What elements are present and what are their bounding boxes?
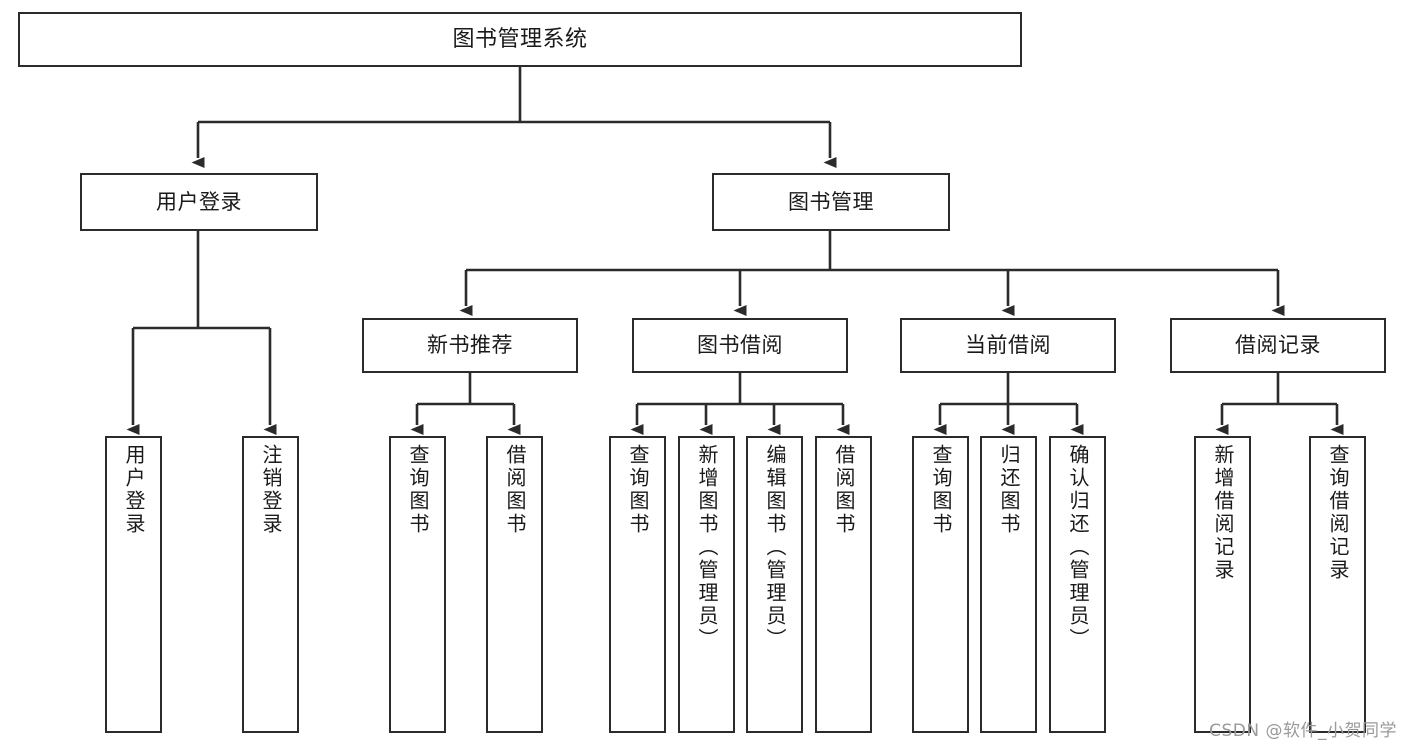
node-root-system[interactable]: 图书管理系统 (18, 12, 1022, 67)
node-label: 编辑图书（管理员） (763, 444, 787, 651)
watermark-text: CSDN @软件_小贺同学 (1209, 721, 1397, 741)
leaf-query-book-newbook[interactable]: 查询图书 (389, 436, 446, 733)
leaf-borrow-book-newbook[interactable]: 借阅图书 (486, 436, 543, 733)
node-label: 归还图书 (997, 444, 1021, 536)
leaf-query-borrow-record[interactable]: 查询借阅记录 (1309, 436, 1366, 733)
node-label: 注销登录 (259, 444, 283, 536)
leaf-edit-book-admin[interactable]: 编辑图书（管理员） (746, 436, 803, 733)
leaf-query-book-borrow[interactable]: 查询图书 (609, 436, 666, 733)
node-label: 查询图书 (929, 444, 953, 536)
node-current-borrow[interactable]: 当前借阅 (900, 318, 1116, 373)
node-label: 用户登录 (122, 444, 146, 536)
node-label: 借阅图书 (832, 444, 856, 536)
node-label: 查询借阅记录 (1326, 444, 1350, 582)
leaf-query-book-current[interactable]: 查询图书 (912, 436, 969, 733)
leaf-return-book[interactable]: 归还图书 (980, 436, 1037, 733)
node-borrow-record[interactable]: 借阅记录 (1170, 318, 1386, 373)
node-label: 当前借阅 (965, 333, 1051, 358)
node-label: 图书管理系统 (452, 26, 588, 52)
node-label: 用户登录 (156, 189, 242, 214)
leaf-logout[interactable]: 注销登录 (242, 436, 299, 733)
node-book-management[interactable]: 图书管理 (712, 173, 950, 231)
leaf-confirm-return-admin[interactable]: 确认归还（管理员） (1049, 436, 1106, 733)
node-book-borrow[interactable]: 图书借阅 (632, 318, 848, 373)
node-label: 查询图书 (626, 444, 650, 536)
node-label: 借阅图书 (503, 444, 527, 536)
node-user-login[interactable]: 用户登录 (80, 173, 318, 231)
node-label: 查询图书 (406, 444, 430, 536)
node-label: 图书管理 (788, 189, 874, 214)
node-new-book-recommend[interactable]: 新书推荐 (362, 318, 578, 373)
node-label: 新增图书（管理员） (695, 444, 719, 651)
node-label: 新书推荐 (427, 333, 513, 358)
node-label: 确认归还（管理员） (1066, 444, 1090, 651)
node-label: 借阅记录 (1235, 333, 1321, 358)
leaf-user-login[interactable]: 用户登录 (105, 436, 162, 733)
leaf-borrow-book[interactable]: 借阅图书 (815, 436, 872, 733)
node-label: 新增借阅记录 (1211, 444, 1235, 582)
leaf-add-borrow-record[interactable]: 新增借阅记录 (1194, 436, 1251, 733)
node-label: 图书借阅 (697, 333, 783, 358)
leaf-add-book-admin[interactable]: 新增图书（管理员） (678, 436, 735, 733)
